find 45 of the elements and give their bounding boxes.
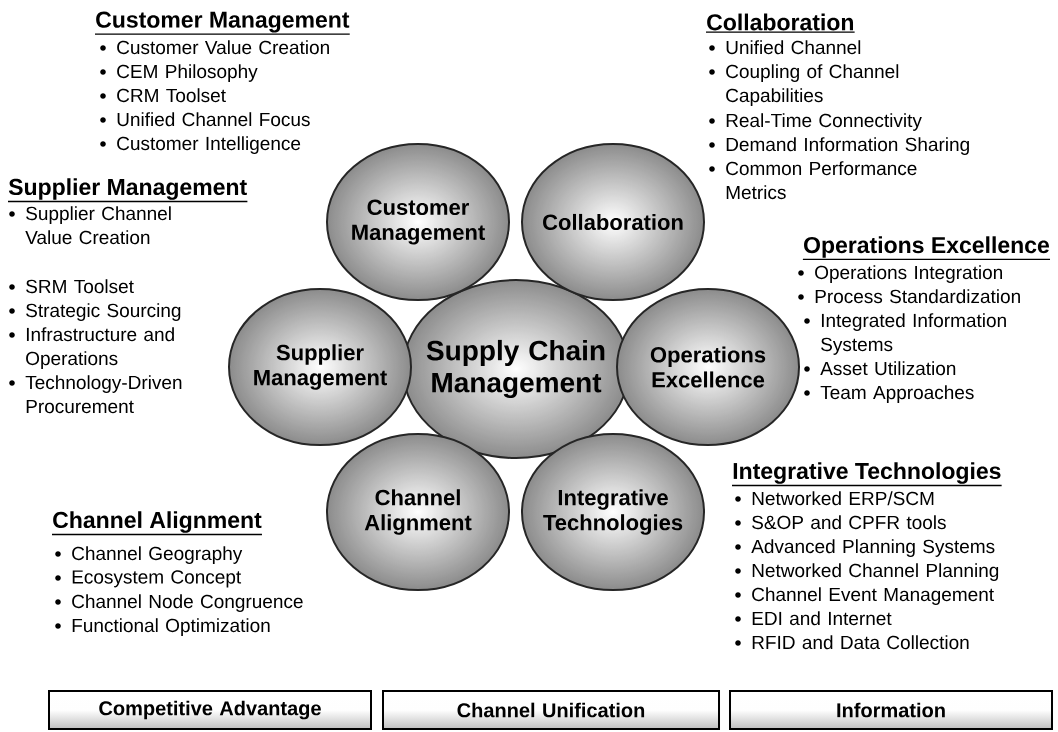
list-item: Supplier Channel Value Creation	[25, 206, 171, 245]
heading: Supplier Management	[7, 178, 249, 203]
list-item: Channel Node Congruence	[72, 594, 303, 612]
list-item: Channel Geography	[72, 546, 243, 564]
list-item: Channel Event Management	[752, 587, 994, 605]
list-item: Customer Value Creation	[117, 40, 329, 55]
list-item: SRM Toolset	[26, 279, 134, 294]
list-item: Unified Channel Focus	[117, 112, 310, 127]
list-item: S&OP and CPFR tools	[752, 515, 946, 530]
list-item: Real-Time Connectivity	[726, 113, 922, 131]
sphere: Integrative Technologies	[521, 433, 705, 591]
sphere: Collaboration	[521, 143, 705, 301]
list-item: Demand Information Sharing	[726, 137, 969, 155]
list-item: Strategic Sourcing	[26, 303, 181, 321]
list-item: Advanced Planning Systems	[751, 539, 995, 557]
sphere: Supplier Management	[228, 288, 412, 446]
banner-bar: Competitive Advantage	[48, 690, 372, 730]
list-item: Technology-Driven Procurement	[25, 375, 182, 414]
banner-bar: Channel Unification	[382, 690, 720, 730]
list-item: Asset Utilization	[820, 361, 956, 376]
list-item: CRM Toolset	[117, 88, 226, 103]
list-item: Functional Optimization	[72, 618, 270, 636]
banner-bar: Information	[729, 690, 1053, 730]
list-item: Common Performance Metrics	[726, 161, 917, 200]
list-item: Coupling of Channel Capabilities	[726, 64, 899, 106]
heading: Operations Excellence	[802, 236, 1051, 261]
list-item: Operations Integration	[815, 265, 1002, 283]
list-item: Customer Intelligence	[117, 136, 301, 154]
list-item: Infrastructure and Operations	[26, 327, 174, 369]
sphere: Channel Alignment	[326, 433, 510, 591]
list-item: EDI and Internet	[752, 611, 892, 626]
list-item: Networked Channel Planning	[752, 563, 999, 581]
heading: Integrative Technologies	[731, 462, 1003, 487]
list-item: RFID and Data Collection	[752, 635, 969, 650]
list-item: Ecosystem Concept	[72, 570, 242, 588]
list-item: CEM Philosophy	[117, 64, 258, 82]
sphere: Operations Excellence	[616, 288, 800, 446]
heading: Collaboration	[705, 13, 856, 33]
list-item: Integrated Information Systems	[821, 313, 1006, 355]
list-item: Team Approaches	[820, 385, 974, 403]
list-item: Networked ERP/SCM	[752, 491, 934, 506]
heading: Channel Alignment	[51, 511, 263, 536]
list-item: Unified Channel	[726, 40, 861, 55]
sphere: Customer Management	[326, 143, 510, 301]
heading: Customer Management	[94, 11, 351, 35]
